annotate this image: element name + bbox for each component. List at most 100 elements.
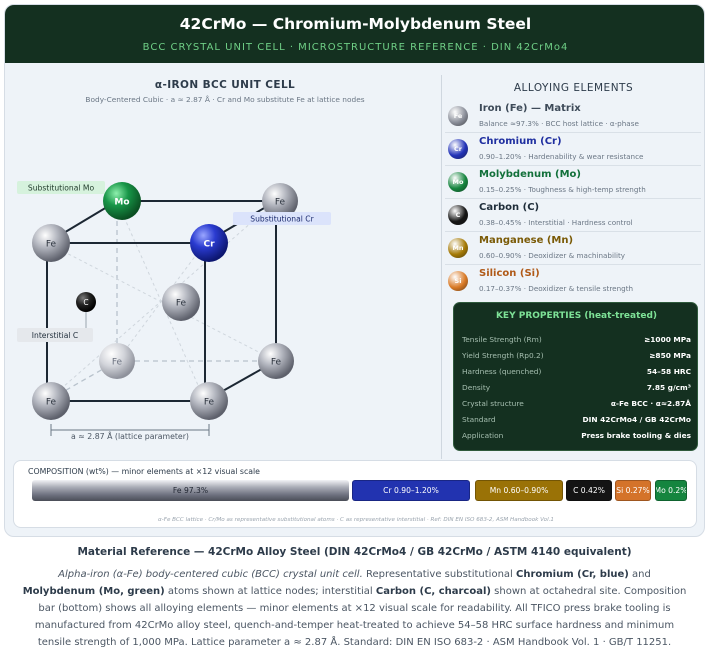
property-row: Crystal structure α-Fe BCC · α≈2.87Å bbox=[462, 396, 691, 412]
atom-label: Cr bbox=[203, 240, 215, 250]
unit-cell-subtitle: Body-Centered Cubic · a ≈ 2.87 Å · Cr an… bbox=[85, 95, 365, 104]
reference-text-2: and bbox=[628, 569, 651, 580]
property-row: Tensile Strength (Rm) ≥1000 MPa bbox=[462, 332, 691, 348]
property-label: Tensile Strength (Rm) bbox=[462, 335, 542, 344]
alloy-row-mn: Mn Manganese (Mn) 0.60–0.90% · Deoxidizer … bbox=[445, 233, 701, 265]
element-cr-icon: Cr bbox=[448, 139, 468, 159]
element-si-icon: Si bbox=[448, 271, 468, 291]
alloy-description: Balance ≈97.3% · BCC host lattice · α-ph… bbox=[479, 119, 639, 128]
composition-bar-4: C 0.42% bbox=[566, 480, 612, 501]
property-value: 7.85 g/cm³ bbox=[646, 383, 691, 392]
property-value: α-Fe BCC · α≈2.87Å bbox=[610, 399, 691, 408]
page-subtitle: BCC CRYSTAL UNIT CELL · MICROSTRUCTURE R… bbox=[142, 42, 569, 53]
alloy-name: Molybdenum (Mo) bbox=[479, 169, 581, 180]
composition-bar-3: Mn 0.60–0.90% bbox=[475, 480, 563, 501]
key-properties-title: KEY PROPERTIES (heat-treated) bbox=[495, 311, 658, 321]
reference-text-4: shown at octahedral site. Composition ba… bbox=[34, 586, 687, 648]
property-label: Application bbox=[462, 431, 504, 440]
atom-label: Fe bbox=[275, 198, 286, 208]
element-c-icon: C bbox=[448, 205, 468, 225]
alloy-row-mo: Mo Molybdenum (Mo) 0.15–0.25% · Toughness … bbox=[445, 167, 701, 199]
composition-title: COMPOSITION (wt%) — minor elements at ×1… bbox=[28, 467, 260, 476]
alloy-name: Carbon (C) bbox=[479, 202, 540, 213]
reference-text-1: Representative substitutional bbox=[362, 569, 516, 580]
alloy-description: 0.90–1.20% · Hardenability & wear resist… bbox=[479, 152, 644, 161]
atom-fe-front-top-left: Fe bbox=[32, 224, 70, 262]
alloy-description: 0.15–0.25% · Toughness & high-temp stren… bbox=[479, 185, 646, 194]
composition-bar-2: Cr 0.90–1.20% bbox=[352, 480, 470, 501]
atom-fe-front-bottom-left: Fe bbox=[32, 382, 70, 420]
composition-panel: COMPOSITION (wt%) — minor elements at ×1… bbox=[13, 460, 697, 528]
alloy-row-cr: Cr Chromium (Cr) 0.90–1.20% · Hardenabilit… bbox=[445, 134, 701, 166]
alloy-name: Chromium (Cr) bbox=[479, 136, 562, 147]
atom-label: Fe bbox=[176, 299, 187, 309]
alloying-title: ALLOYING ELEMENTS bbox=[513, 82, 634, 94]
callout-cr: Substitutional Cr bbox=[233, 212, 331, 225]
callout-c: Interstitial C bbox=[17, 312, 93, 342]
lattice-dimension bbox=[50, 424, 210, 436]
body-diagonals bbox=[46, 200, 277, 402]
atom-label: C bbox=[83, 298, 88, 307]
atom-fe-back-bottom-left: Fe bbox=[99, 343, 135, 379]
property-label: Crystal structure bbox=[462, 399, 524, 408]
atom-label: Mo bbox=[114, 198, 129, 208]
property-label: Density bbox=[462, 383, 491, 392]
property-row: Density 7.85 g/cm³ bbox=[462, 380, 691, 396]
element-mn-icon: Mn bbox=[448, 238, 468, 258]
reference-molybdenum: Molybdenum (Mo, green) bbox=[22, 586, 165, 597]
lattice-dimension-label: a ≈ 2.87 Å (lattice parameter) bbox=[71, 432, 189, 441]
element-fe-icon: Fe bbox=[448, 106, 468, 126]
property-value: ≥850 MPa bbox=[649, 351, 691, 360]
unit-cell-title: α-IRON BCC UNIT CELL bbox=[154, 79, 296, 91]
reference-body: Alpha-iron (α-Fe) body-centered cubic (B… bbox=[22, 566, 687, 651]
property-row: Standard DIN 42CrMo4 / GB 42CrMo bbox=[462, 412, 691, 428]
composition-bar-1: Fe 97.3% bbox=[32, 480, 349, 501]
element-mo-icon: Mo bbox=[448, 172, 468, 192]
property-label: Yield Strength (Rp0.2) bbox=[462, 351, 544, 360]
key-properties-panel: KEY PROPERTIES (heat-treated) Tensile St… bbox=[453, 302, 698, 451]
alloy-name: Iron (Fe) — Matrix bbox=[479, 103, 581, 114]
bcc-unit-cell-diagram: Fe Fe Fe C Mo Fe Fe bbox=[17, 181, 331, 441]
composition-bar-5: Si 0.27% bbox=[615, 480, 651, 501]
atom-fe-back-top-right: Fe bbox=[262, 183, 298, 219]
atom-fe-front-bottom-right: Fe bbox=[190, 382, 228, 420]
property-row: Yield Strength (Rp0.2) ≥850 MPa bbox=[462, 348, 691, 364]
reference-title: Material Reference — 42CrMo Alloy Steel … bbox=[77, 546, 632, 558]
callout-c-label: Interstitial C bbox=[32, 331, 78, 340]
page-title: 42CrMo — Chromium-Molybdenum Steel bbox=[179, 15, 532, 33]
alloy-description: 0.60–0.90% · Deoxidizer & machinability bbox=[479, 251, 626, 260]
property-label: Hardness (quenched) bbox=[462, 367, 542, 376]
atom-label: Fe bbox=[271, 358, 282, 368]
property-row: Hardness (quenched) 54–58 HRC bbox=[462, 364, 691, 380]
property-value: 54–58 HRC bbox=[646, 367, 691, 376]
section-divider bbox=[441, 75, 442, 459]
atom-label: Fe bbox=[46, 240, 57, 250]
figure-frame: 42CrMo — Chromium-Molybdenum Steel BCC C… bbox=[4, 4, 705, 537]
property-value: ≥1000 MPa bbox=[644, 335, 691, 344]
atom-c-interstitial: C bbox=[76, 292, 96, 312]
property-value: DIN 42CrMo4 / GB 42CrMo bbox=[582, 415, 691, 424]
atom-label: Fe bbox=[204, 398, 215, 408]
reference-chromium: Chromium (Cr, blue) bbox=[516, 569, 629, 580]
atom-fe-body-center: Fe bbox=[162, 283, 200, 321]
header-banner: 42CrMo — Chromium-Molybdenum Steel BCC C… bbox=[5, 5, 704, 63]
composition-bar-6: Mo 0.2% bbox=[655, 480, 687, 501]
atom-label: Fe bbox=[46, 398, 57, 408]
composition-note: α-Fe BCC lattice · Cr/Mo as representati… bbox=[158, 517, 554, 523]
alloy-name: Manganese (Mn) bbox=[479, 235, 574, 246]
atom-fe-back-bottom-right: Fe bbox=[258, 343, 294, 379]
alloy-description: 0.38–0.45% · Interstitial · Hardness con… bbox=[479, 218, 633, 227]
callout-mo-label: Substitutional Mo bbox=[28, 184, 95, 193]
callout-cr-label: Substitutional Cr bbox=[250, 215, 314, 224]
alloy-name: Silicon (Si) bbox=[479, 268, 540, 279]
property-label: Standard bbox=[462, 415, 496, 424]
reference-text-3: atoms shown at lattice nodes; interstiti… bbox=[164, 586, 376, 597]
alloy-row-c: C Carbon (C) 0.38–0.45% · Interstitial · H… bbox=[445, 200, 701, 232]
atom-cr-front-top-right: Cr bbox=[190, 224, 228, 262]
atom-label: Fe bbox=[112, 358, 123, 368]
callout-mo: Substitutional Mo bbox=[17, 181, 105, 194]
reference-intro: Alpha-iron (α-Fe) body-centered cubic (B… bbox=[58, 569, 363, 580]
